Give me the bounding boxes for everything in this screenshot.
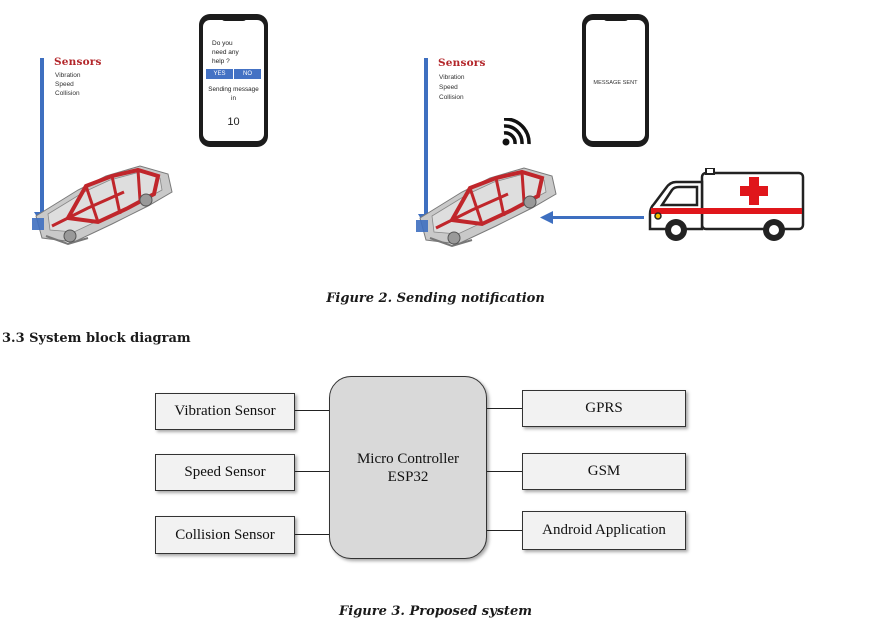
wifi-signal-icon [502,118,531,146]
figure3-caption: Figure 3. Proposed system [339,604,532,619]
sensor-item-vibration: Vibration [55,72,81,79]
sending-message-text: Sending message [208,86,259,93]
prompt-question-line3: help ? [212,58,230,65]
sensor-arrow-line [40,58,44,216]
sensors-title: Sensors [438,57,486,69]
connector-android [487,530,522,531]
connector-vibration [295,410,329,411]
gsm-block: GSM [522,453,686,490]
android-application-block: Android Application [522,511,686,550]
sensor-arrow-line [424,58,428,218]
gprs-block: GPRS [522,390,686,427]
microcontroller-label: Micro Controller [356,450,460,467]
ambulance-arrow-line [552,216,644,219]
sensor-item-speed: Speed [439,84,458,91]
connector-gsm [487,471,522,472]
connector-collision [295,534,329,535]
countdown-value: 10 [227,116,240,128]
collision-sensor-block: Collision Sensor [155,516,295,554]
sensor-item-speed: Speed [55,81,74,88]
section-title: 3.3 System block diagram [2,331,191,346]
vibration-sensor-block: Vibration Sensor [155,393,295,430]
message-sent-text: MESSAGE SENT [593,80,638,86]
car-chassis-illustration [32,165,173,246]
phone-help-prompt: Do you need any help ? YES NO Sending me… [199,14,268,147]
no-button[interactable]: NO [243,71,252,77]
speed-sensor-block: Speed Sensor [155,454,295,491]
prompt-question-line2: need any [212,49,239,56]
microcontroller-model: ESP32 [387,468,429,485]
sensor-item-vibration: Vibration [439,74,465,81]
sensor-item-collision: Collision [439,94,464,101]
prompt-buttons: YES NO [206,69,261,79]
yes-button[interactable]: YES [206,69,234,79]
connector-speed [295,471,329,472]
sensors-title: Sensors [54,56,102,68]
figure2-caption: Figure 2. Sending notification [326,291,545,306]
connector-gprs [487,408,522,409]
prompt-question-line1: Do you [212,40,233,47]
car-chassis-illustration [416,167,557,248]
phone-message-sent: MESSAGE SENT [582,14,649,147]
sending-message-in-text: in [231,95,236,102]
microcontroller-block: Micro Controller ESP32 [329,376,487,559]
ambulance-arrow-head [540,211,553,224]
sensor-item-collision: Collision [55,90,80,97]
ambulance-icon [648,168,805,241]
